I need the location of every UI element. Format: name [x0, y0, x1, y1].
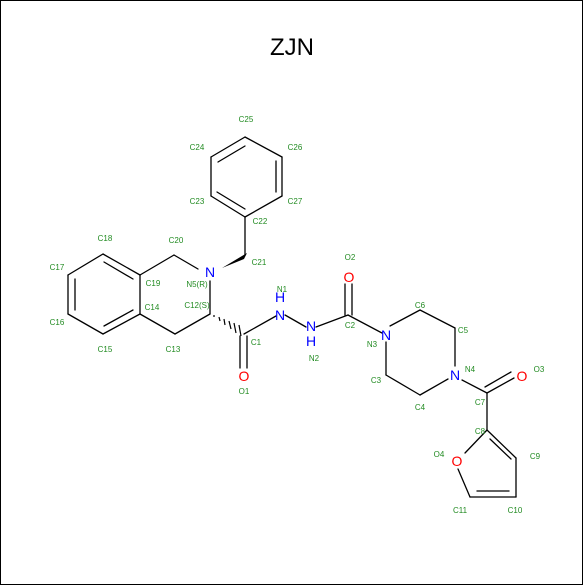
label-n4: N4 — [465, 365, 476, 374]
label-c12: C12(S) — [184, 301, 210, 310]
bond-inner-c22-c23 — [216, 191, 246, 210]
label-c11: C11 — [453, 506, 468, 515]
bond-c11-o4 — [457, 468, 471, 498]
label-c24: C24 — [190, 143, 205, 152]
label-c5: C5 — [458, 326, 469, 335]
label-n1: N1 — [277, 285, 288, 294]
bond-c8-c9-inner — [489, 438, 512, 460]
bond-c19-c20 — [139, 254, 175, 276]
label-c14: C14 — [145, 303, 160, 312]
bond-n4-c7 — [461, 379, 488, 394]
bond-c7-o3-double — [484, 371, 512, 388]
atom-n4-symbol: N — [450, 367, 460, 383]
atom-o1-symbol: O — [239, 368, 250, 384]
label-c1: C1 — [251, 338, 262, 347]
label-c21: C21 — [252, 258, 267, 267]
bond-c25-c26 — [244, 136, 283, 158]
atom-index-labels: C25 C24 C26 C23 C27 C22 C18 C20 C21 C17 … — [50, 115, 545, 515]
label-c26: C26 — [288, 143, 303, 152]
wedge-bond-n5-c21 — [222, 253, 247, 268]
label-c19: C19 — [146, 279, 161, 288]
label-o3: O3 — [534, 365, 545, 374]
bond-c8-c9 — [486, 429, 517, 459]
label-c20: C20 — [169, 236, 184, 245]
label-c13: C13 — [166, 345, 181, 354]
label-c2: C2 — [345, 321, 356, 330]
bond-c15-c16 — [67, 313, 104, 335]
label-o2: O2 — [345, 253, 356, 262]
label-c17: C17 — [50, 263, 65, 272]
hash-bond-c12-c1 — [213, 315, 242, 337]
label-c8: C8 — [475, 427, 486, 436]
label-c7: C7 — [475, 398, 486, 407]
atom-n3-symbol: N — [381, 327, 391, 343]
atom-n2-symbol: N — [306, 318, 316, 334]
label-c27: C27 — [288, 197, 303, 206]
label-c23: C23 — [190, 197, 205, 206]
label-n5: N5(R) — [186, 280, 208, 289]
atom-o2-symbol: O — [344, 269, 355, 285]
bond-c22-c23 — [210, 195, 246, 218]
bond-n2-c2 — [315, 314, 349, 328]
atom-o3-symbol: O — [517, 368, 528, 384]
label-c9: C9 — [530, 452, 541, 461]
bond-c2-n3 — [347, 314, 383, 334]
label-c6: C6 — [415, 301, 426, 310]
bond-c7-o3 — [486, 377, 515, 394]
label-c3: C3 — [371, 376, 382, 385]
label-n2: N2 — [309, 354, 320, 363]
bond-inner-c18-c19 — [103, 261, 134, 280]
bond-inner-c24-c25 — [217, 145, 246, 163]
heteroatom-symbols: N H N N H N N O O O O — [205, 264, 528, 469]
bond-n3-c6 — [389, 309, 421, 327]
bond-c14-c13 — [139, 313, 176, 335]
bond-c14-c15 — [102, 313, 141, 335]
label-c4: C4 — [415, 403, 426, 412]
label-c22: C22 — [253, 217, 268, 226]
bond-c18-c19 — [102, 253, 141, 276]
label-c15: C15 — [98, 345, 113, 354]
bond-c17-c18 — [67, 253, 104, 276]
label-n3: N3 — [367, 340, 378, 349]
atom-o4-symbol: O — [452, 453, 463, 469]
label-o4: O4 — [434, 450, 445, 459]
bond-c27-c22 — [244, 195, 283, 218]
atom-n1-h-symbol: H — [275, 289, 285, 305]
bond-n1-n2 — [284, 314, 307, 328]
bond-o4-c8 — [464, 429, 488, 454]
label-c16: C16 — [50, 318, 65, 327]
bond-c1-n1 — [243, 315, 277, 335]
label-c25: C25 — [239, 115, 254, 124]
bond-c6-c5 — [419, 309, 456, 329]
label-c18: C18 — [98, 234, 113, 243]
label-c10: C10 — [508, 506, 523, 515]
bonds — [67, 136, 517, 498]
atom-n2-h-symbol: H — [306, 333, 316, 349]
bond-c24-c25 — [210, 136, 246, 158]
molecule-title: ZJN — [270, 34, 314, 61]
bond-n4-c4 — [419, 378, 449, 396]
bond-inner-c14-c15 — [103, 309, 134, 327]
bond-c4-c3 — [385, 374, 421, 396]
atom-n5-symbol: N — [205, 264, 215, 280]
label-o1: O1 — [239, 387, 250, 396]
bond-c13-c12 — [174, 313, 211, 335]
atom-n1-symbol: N — [275, 307, 285, 323]
bond-c20-n5 — [173, 254, 199, 270]
